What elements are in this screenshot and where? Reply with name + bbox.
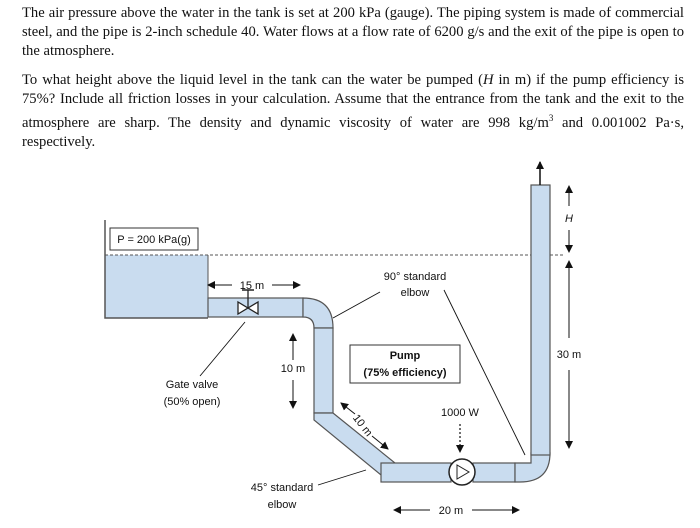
elbow45-label-1: 45° standard <box>251 482 314 494</box>
dimension-height: H <box>565 185 573 253</box>
pump-label-box <box>349 344 461 384</box>
tank-pressure-label: P = 200 kPa(g) <box>117 234 190 246</box>
elbow-90-lower <box>514 452 551 483</box>
pump-label-1: Pump <box>390 350 421 362</box>
dimension-15m: 15 m <box>207 280 301 292</box>
len-20-label: 20 m <box>439 505 463 517</box>
height-label: H <box>565 213 573 225</box>
pipe-to-pump <box>380 462 452 483</box>
pipe-vertical-10m <box>313 327 334 414</box>
gate-valve <box>237 289 259 316</box>
problem-paragraph-1: The air pressure above the water in the … <box>22 5 684 59</box>
power-label: 1000 W <box>441 407 480 419</box>
elbow-90-upper <box>302 297 334 329</box>
tank: P = 200 kPa(g) <box>104 220 208 319</box>
dimension-20m: 20 m <box>393 505 520 517</box>
dimension-10m-vertical: 10 m <box>281 333 305 409</box>
elbow90-leader-1 <box>332 291 381 319</box>
dimension-30m: 30 m <box>557 260 581 449</box>
elbow90-leader-2 <box>443 289 526 456</box>
elbow45-label-2: elbow <box>268 499 297 511</box>
pipe-network <box>207 184 551 483</box>
pump-label-2: (75% efficiency) <box>363 367 446 379</box>
tank-wall <box>104 220 208 319</box>
len-10v-label: 10 m <box>281 363 305 375</box>
len-15-label: 15 m <box>240 280 264 292</box>
gate-valve-leader <box>199 321 246 377</box>
gate-valve-label-2: (50% open) <box>164 396 221 408</box>
elbow90-label-2: elbow <box>401 287 430 299</box>
gate-valve-label-1: Gate valve <box>166 379 219 391</box>
p2-height-symbol: H <box>482 72 494 88</box>
pressure-label-box <box>109 227 199 251</box>
pipe-riser <box>530 184 551 456</box>
problem-paragraph-2: To what height above the liquid level in… <box>22 71 684 152</box>
p2-text-b: in m) if the pump efficiency is 75%? Inc… <box>22 72 684 131</box>
pipe-from-pump <box>472 462 516 483</box>
p2-text-c: and 0.001002 Pa·s, respectively. <box>22 114 684 150</box>
tank-water <box>105 255 208 318</box>
p2-superscript: 3 <box>548 113 554 123</box>
pump <box>448 458 476 486</box>
p2-text-a: To what height above the liquid level in… <box>22 72 483 88</box>
elbow45-leader <box>317 469 367 486</box>
pump-triangle <box>456 464 470 480</box>
elbow90-label-1: 90° standard <box>384 271 447 283</box>
len-30-label: 30 m <box>557 349 581 361</box>
